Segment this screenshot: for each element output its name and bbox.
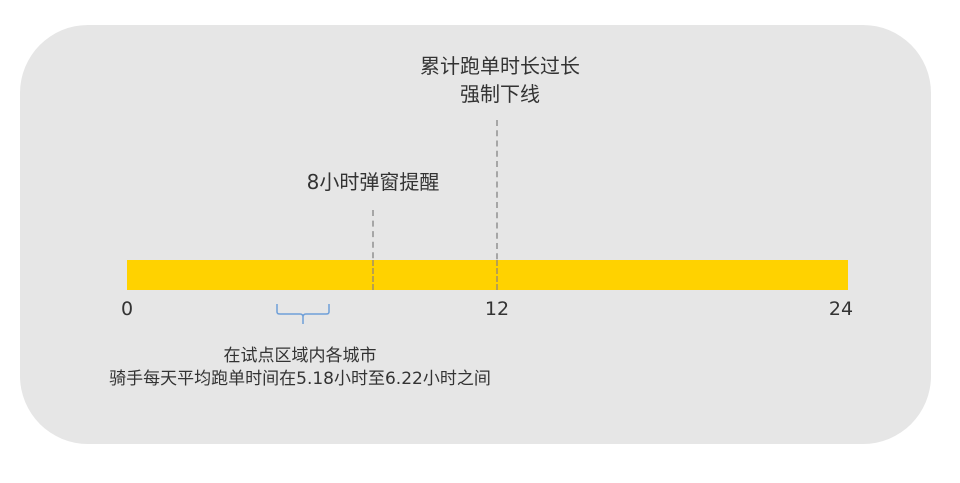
tick-24: 24 — [828, 298, 854, 320]
range-annotation-line1: 在试点区域内各城市 — [223, 346, 377, 366]
tick-12: 12 — [484, 298, 510, 320]
marker-12h-dashed-line — [496, 120, 498, 290]
marker-12h-dashed-line-overlay — [496, 260, 498, 290]
marker-8h-label: 8小时弹窗提醒 — [306, 170, 440, 194]
tick-0: 0 — [120, 298, 134, 320]
range-annotation: 在试点区域内各城市 骑手每天平均跑单时间在5.18小时至6.22小时之间 — [70, 345, 530, 391]
timeline-bar — [127, 260, 848, 290]
diagram-panel — [20, 25, 931, 444]
range-brace-icon — [276, 304, 330, 324]
range-annotation-line2: 骑手每天平均跑单时间在5.18小时至6.22小时之间 — [109, 369, 491, 389]
marker-12h-label: 累计跑单时长过长 强制下线 — [380, 52, 620, 108]
marker-8h-dashed-line-overlay — [372, 260, 374, 290]
marker-12h-label-line2: 强制下线 — [460, 82, 540, 106]
marker-12h-label-line1: 累计跑单时长过长 — [420, 54, 580, 78]
marker-8h-dashed-line — [372, 210, 374, 290]
